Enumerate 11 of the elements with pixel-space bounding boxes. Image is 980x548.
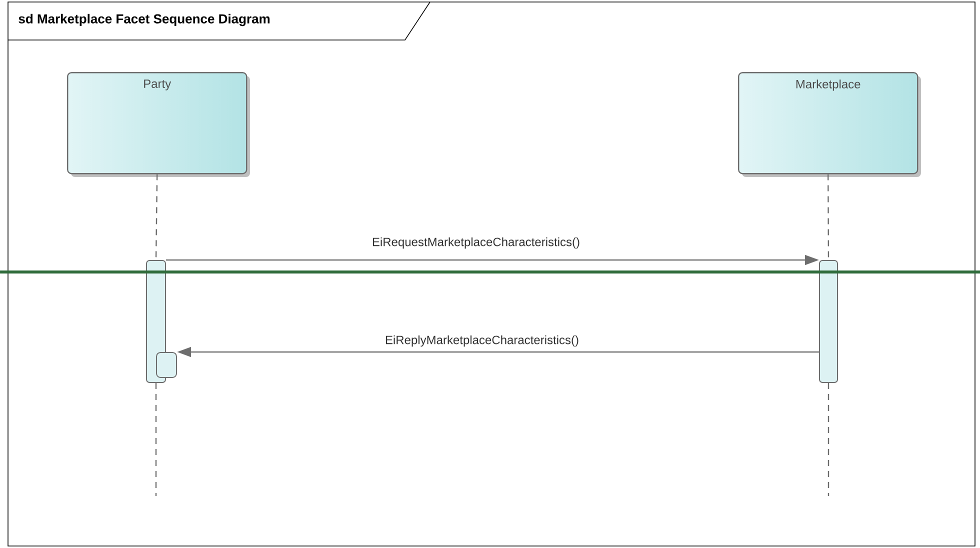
title: sd Marketplace Facet Sequence Diagram bbox=[18, 14, 270, 26]
lifeline bbox=[155, 174, 158, 260]
lifeline-head-box: Party bbox=[67, 72, 248, 174]
lifeline bbox=[828, 174, 830, 260]
activation-bar bbox=[819, 260, 838, 383]
lifeline bbox=[828, 383, 830, 496]
message-label: EiRequestMarketplaceCharacteristics() bbox=[370, 236, 582, 250]
message-label: EiReplyMarketplaceCharacteristics() bbox=[384, 334, 580, 348]
activation-box bbox=[156, 352, 177, 378]
lifeline-head-box: Marketplace bbox=[738, 72, 918, 174]
lifeline bbox=[155, 383, 157, 496]
